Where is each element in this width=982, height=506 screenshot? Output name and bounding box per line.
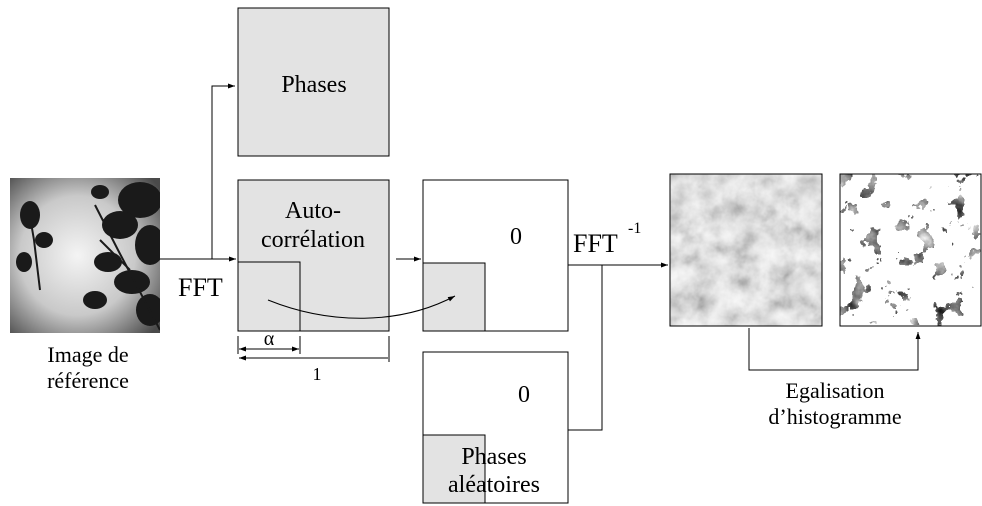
- copy-curve-arrow: [267, 295, 456, 319]
- reference-image-label-line1: Image de: [47, 342, 128, 367]
- alpha-dimension: [237, 336, 301, 354]
- random-phases-window: [422, 434, 486, 504]
- equalization-label-line2: d’histogramme: [768, 404, 901, 429]
- zero-label-top: 0: [510, 224, 522, 250]
- autocorrelation-label-line1: Auto-: [285, 198, 341, 224]
- unit-dimension: [239, 336, 390, 362]
- random-phases-label-line2: aléatoires: [448, 472, 540, 498]
- reference-image-label-line2: référence: [47, 368, 129, 393]
- synthesized-texture: [669, 173, 823, 327]
- phases-label: Phases: [281, 72, 346, 98]
- equalization-connector: [748, 328, 921, 371]
- reference-image: [10, 178, 160, 333]
- alpha-label: α: [264, 328, 275, 350]
- inverse-fft-label: FFT: [573, 229, 618, 258]
- fft-connector: [160, 83, 236, 262]
- zero-label-bottom: 0: [518, 382, 530, 408]
- fft-label: FFT: [178, 273, 223, 302]
- autocorrelation-window: [237, 261, 301, 332]
- inverse-fft-exponent: -1: [628, 220, 641, 237]
- random-phases-label-line1: Phases: [461, 444, 526, 470]
- equalized-texture: [839, 173, 982, 327]
- unit-label: 1: [313, 364, 322, 384]
- autocorrelation-label-line2: corrélation: [261, 227, 365, 253]
- inverse-fft-connector: [568, 262, 668, 431]
- equalization-label-line1: Egalisation: [786, 378, 885, 403]
- phases-box: [237, 7, 390, 157]
